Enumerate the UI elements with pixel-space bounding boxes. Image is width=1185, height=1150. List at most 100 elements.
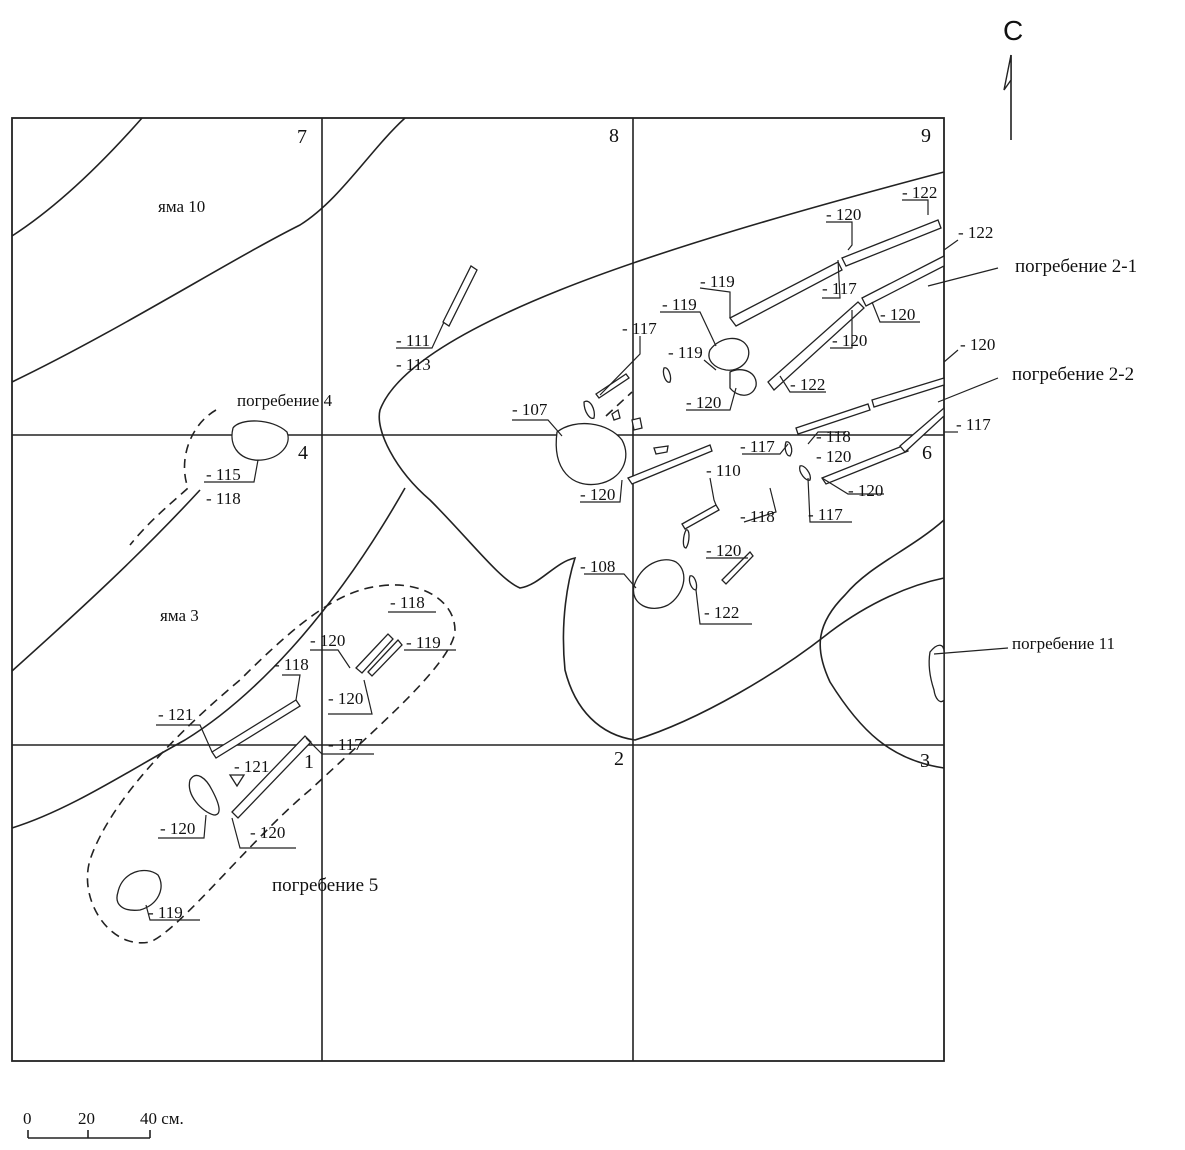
elevation-label: - 122 [704,603,739,622]
elevation-label: - 113 [396,355,431,374]
pit3-boundary [11,487,406,829]
elevation-label: - 122 [902,183,937,202]
log [595,373,630,399]
elevation-label: - 120 [160,819,195,838]
square-number: 6 [922,442,932,464]
scale-tick-label: 40 см. [140,1109,184,1128]
stone [631,417,643,431]
stone [662,367,672,383]
elevation-label: - 120 [250,823,285,842]
burial5-label: погребение 5 [272,875,378,896]
square-number: 1 [304,751,314,773]
elevation-label: - 119 [148,903,183,922]
elevation-label: - 120 [310,631,345,650]
stone [188,774,220,816]
stone [228,774,246,788]
log [821,444,909,485]
burial11-label: погребение 11 [1012,634,1115,653]
elevation-label: - 119 [662,295,697,314]
stone [555,422,627,486]
elevation-label: - 120 [816,447,851,466]
scale-bar: 0 20 40 см. [23,1109,184,1139]
elevation-label: - 110 [706,461,741,480]
elevation-label: - 108 [580,557,615,576]
elevation-marks: - 122 - 120 - 122 - 117 - 120 - 119 - 11… [148,183,995,922]
elevation-label: - 119 [668,343,703,362]
elevation-label: - 120 [848,481,883,500]
log [627,444,713,485]
burial21-label: погребение 2-1 [1015,256,1137,277]
elevation-label: - 118 [390,593,425,612]
elevation-label: - 107 [512,400,548,419]
log [871,377,945,408]
elevation-label: - 118 [740,507,775,526]
pit10-boundary [11,117,406,383]
log [841,219,942,267]
elevation-label: - 120 [686,393,721,412]
elevation-label: - 122 [790,375,825,394]
north-label: С [1003,15,1023,46]
scale-tick-label: 20 [78,1109,95,1128]
timber-remains [116,219,945,911]
stone [708,337,750,371]
elevation-label: - 120 [580,485,615,504]
elevation-label: - 111 [396,331,430,350]
elevation-label: - 115 [206,465,241,484]
pit3-boundary [11,489,201,672]
elevation-label: - 120 [880,305,915,324]
elevation-label: - 117 [328,735,363,754]
stone [784,441,793,457]
pit10-boundary [11,117,143,237]
log [767,301,865,391]
burial2-pit-boundary [378,171,945,741]
elevation-label: - 118 [816,427,851,446]
elevation-label: - 117 [822,279,857,298]
elevation-label: - 122 [958,223,993,242]
elevation-label: - 117 [740,437,775,456]
burial4-label: погребение 4 [237,391,333,410]
elevation-label: - 117 [956,415,991,434]
stone [653,445,669,455]
square-number: 8 [609,125,619,147]
square-number: 9 [921,125,931,147]
log [367,639,403,677]
elevation-label: - 121 [234,757,269,776]
feature-labels: яма 10 яма 3 погребение 4 погребение 5 п… [158,197,1137,896]
log [442,265,478,327]
stone [611,408,621,421]
log [729,261,843,327]
stone [729,369,757,396]
elevation-label: - 117 [808,505,843,524]
log [861,254,945,307]
square-number: 3 [920,750,930,772]
stone [688,575,698,591]
stone [799,465,811,481]
elevation-label: - 120 [832,331,867,350]
stone [116,869,162,911]
elevation-label: - 120 [706,541,741,560]
log [899,406,945,453]
square-number: 7 [297,126,307,148]
square-number: 2 [614,748,624,770]
log [721,551,754,585]
north-arrow: С [1003,15,1023,140]
burial4-stone [231,420,289,461]
elevation-label: - 118 [206,489,241,508]
log [795,403,871,435]
stone [682,529,690,549]
stone [928,644,945,703]
leader-lines [145,199,1009,921]
elevation-label: - 120 [960,335,995,354]
elevation-label: - 121 [158,705,193,724]
burial4-outline [129,409,217,546]
elevation-label: - 120 [328,689,363,708]
log [211,699,301,759]
elevation-label: - 118 [274,655,309,674]
scale-tick-label: 0 [23,1109,32,1128]
burial22-label: погребение 2-2 [1012,364,1134,385]
stone [632,559,685,610]
log [231,735,312,819]
square-number: 4 [298,442,308,464]
elevation-label: - 119 [700,272,735,291]
